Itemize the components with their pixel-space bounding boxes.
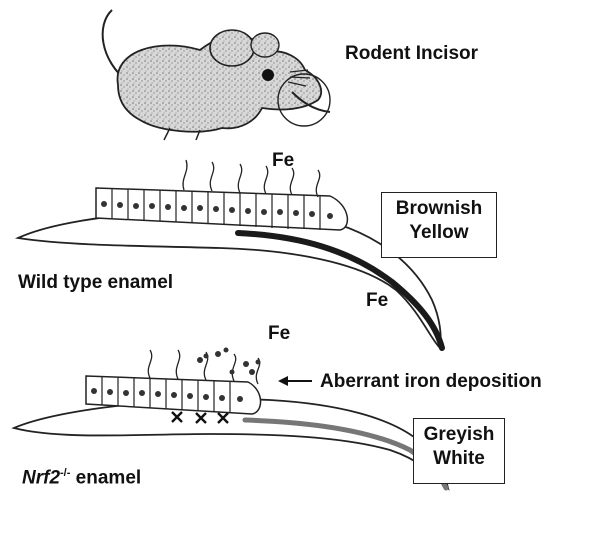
mouse-ear bbox=[210, 30, 254, 66]
wildtype-color-line1: Brownish bbox=[388, 197, 490, 221]
iron-deposits bbox=[197, 348, 261, 376]
mutant-color-line1: Greyish bbox=[420, 423, 498, 447]
mouse-eye bbox=[262, 69, 274, 81]
nrf2-genotype: -/- bbox=[60, 467, 70, 479]
fe-label-tooth: Fe bbox=[366, 291, 388, 310]
mutant-color-box: Greyish White bbox=[413, 418, 505, 484]
wildtype-color-line2: Yellow bbox=[388, 221, 490, 245]
fe-label-mutant: Fe bbox=[268, 324, 290, 343]
wildtype-color-box: Brownish Yellow bbox=[381, 192, 497, 258]
nrf2-suffix: enamel bbox=[70, 467, 141, 488]
mutant-color-line2: White bbox=[420, 447, 498, 471]
wildtype-label: Wild type enamel bbox=[18, 273, 173, 292]
rodent-incisor-label: Rodent Incisor bbox=[345, 44, 478, 63]
nrf2-gene-name: Nrf2 bbox=[22, 467, 60, 488]
arrow-icon bbox=[278, 376, 312, 386]
wildtype-tooth bbox=[18, 160, 442, 348]
aberrant-iron-label: Aberrant iron deposition bbox=[320, 372, 542, 391]
nrf2-enamel-label: Nrf2-/- enamel bbox=[22, 468, 141, 487]
wildtype-ameloblast-row bbox=[96, 160, 347, 230]
fe-label-top: Fe bbox=[272, 151, 294, 170]
mouse-ear-back bbox=[251, 33, 279, 57]
mouse-illustration bbox=[103, 10, 330, 140]
